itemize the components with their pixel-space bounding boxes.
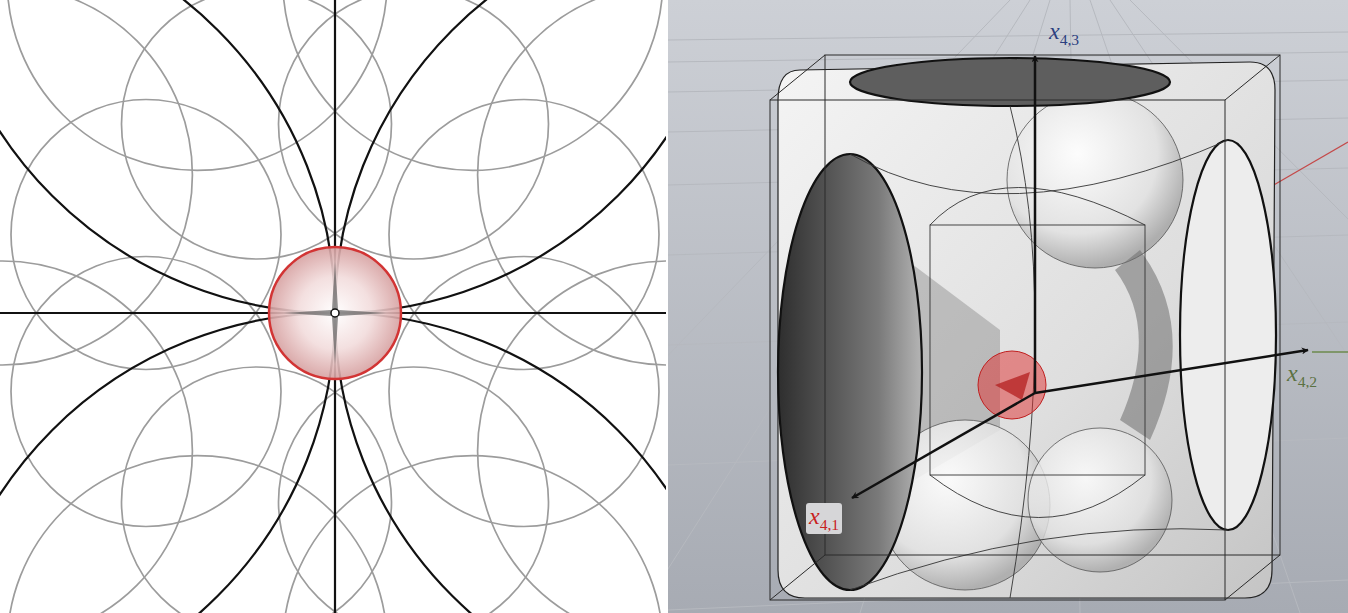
right-face-disc <box>1180 140 1276 530</box>
grey-circle <box>478 0 666 365</box>
arc <box>930 188 1145 226</box>
grey-circle <box>11 100 281 370</box>
grey-circle <box>279 367 549 613</box>
grey-circle <box>283 456 663 613</box>
inner-box <box>930 225 1145 475</box>
grey-circle <box>279 0 549 259</box>
axis-arrow <box>1034 56 1037 393</box>
cavity-shade <box>1115 250 1173 440</box>
construction-lines <box>850 106 1228 598</box>
grey-circle <box>122 0 392 259</box>
wireframe-box <box>770 55 1280 600</box>
circle-pattern <box>0 0 666 613</box>
red-sphere <box>269 247 401 379</box>
arc <box>850 140 1228 194</box>
grid-line <box>668 32 1348 40</box>
floor-grid <box>668 0 1348 613</box>
arc <box>930 475 1145 518</box>
axes <box>852 56 1308 498</box>
cube-body <box>778 62 1275 598</box>
front-face <box>770 100 1225 600</box>
centre-dot <box>331 309 339 317</box>
arc <box>850 529 1228 590</box>
grey-circle <box>122 367 392 613</box>
box-edge <box>1225 55 1280 100</box>
viewport-ground <box>668 0 1348 613</box>
axis-label: x4,2 <box>1284 360 1320 391</box>
back-face <box>825 55 1280 555</box>
left-face-disc <box>778 154 922 590</box>
shade-spike <box>332 313 338 364</box>
grey-circle <box>389 100 659 370</box>
grey-circles <box>0 0 666 613</box>
grey-circle <box>283 0 663 170</box>
shade-spike <box>335 310 386 316</box>
sphere-wedge <box>995 372 1030 400</box>
inner-sphere <box>1028 428 1172 572</box>
sphere-shading <box>284 262 386 364</box>
grey-circle <box>11 257 281 527</box>
axis-arrow <box>1035 350 1308 393</box>
inner-sphere <box>1007 92 1183 268</box>
render-view <box>668 0 1348 613</box>
background-axis <box>1312 351 1348 352</box>
left-ground <box>0 0 666 613</box>
grey-circle <box>0 0 192 365</box>
background-axis <box>1272 142 1348 186</box>
shade-spike <box>332 262 338 313</box>
box-edge <box>770 555 825 600</box>
box-edge <box>770 55 825 100</box>
axis-arrow <box>852 393 1035 498</box>
axis-label: x4,3 <box>1046 18 1082 49</box>
black-circles <box>0 0 666 613</box>
box-edge <box>1225 555 1280 600</box>
grey-circle <box>7 456 387 613</box>
shade-spike <box>284 310 335 316</box>
grey-circle <box>7 0 387 170</box>
top-face-disc <box>850 58 1170 106</box>
grey-circle <box>389 257 659 527</box>
axis-label: x4,1 <box>806 503 842 534</box>
